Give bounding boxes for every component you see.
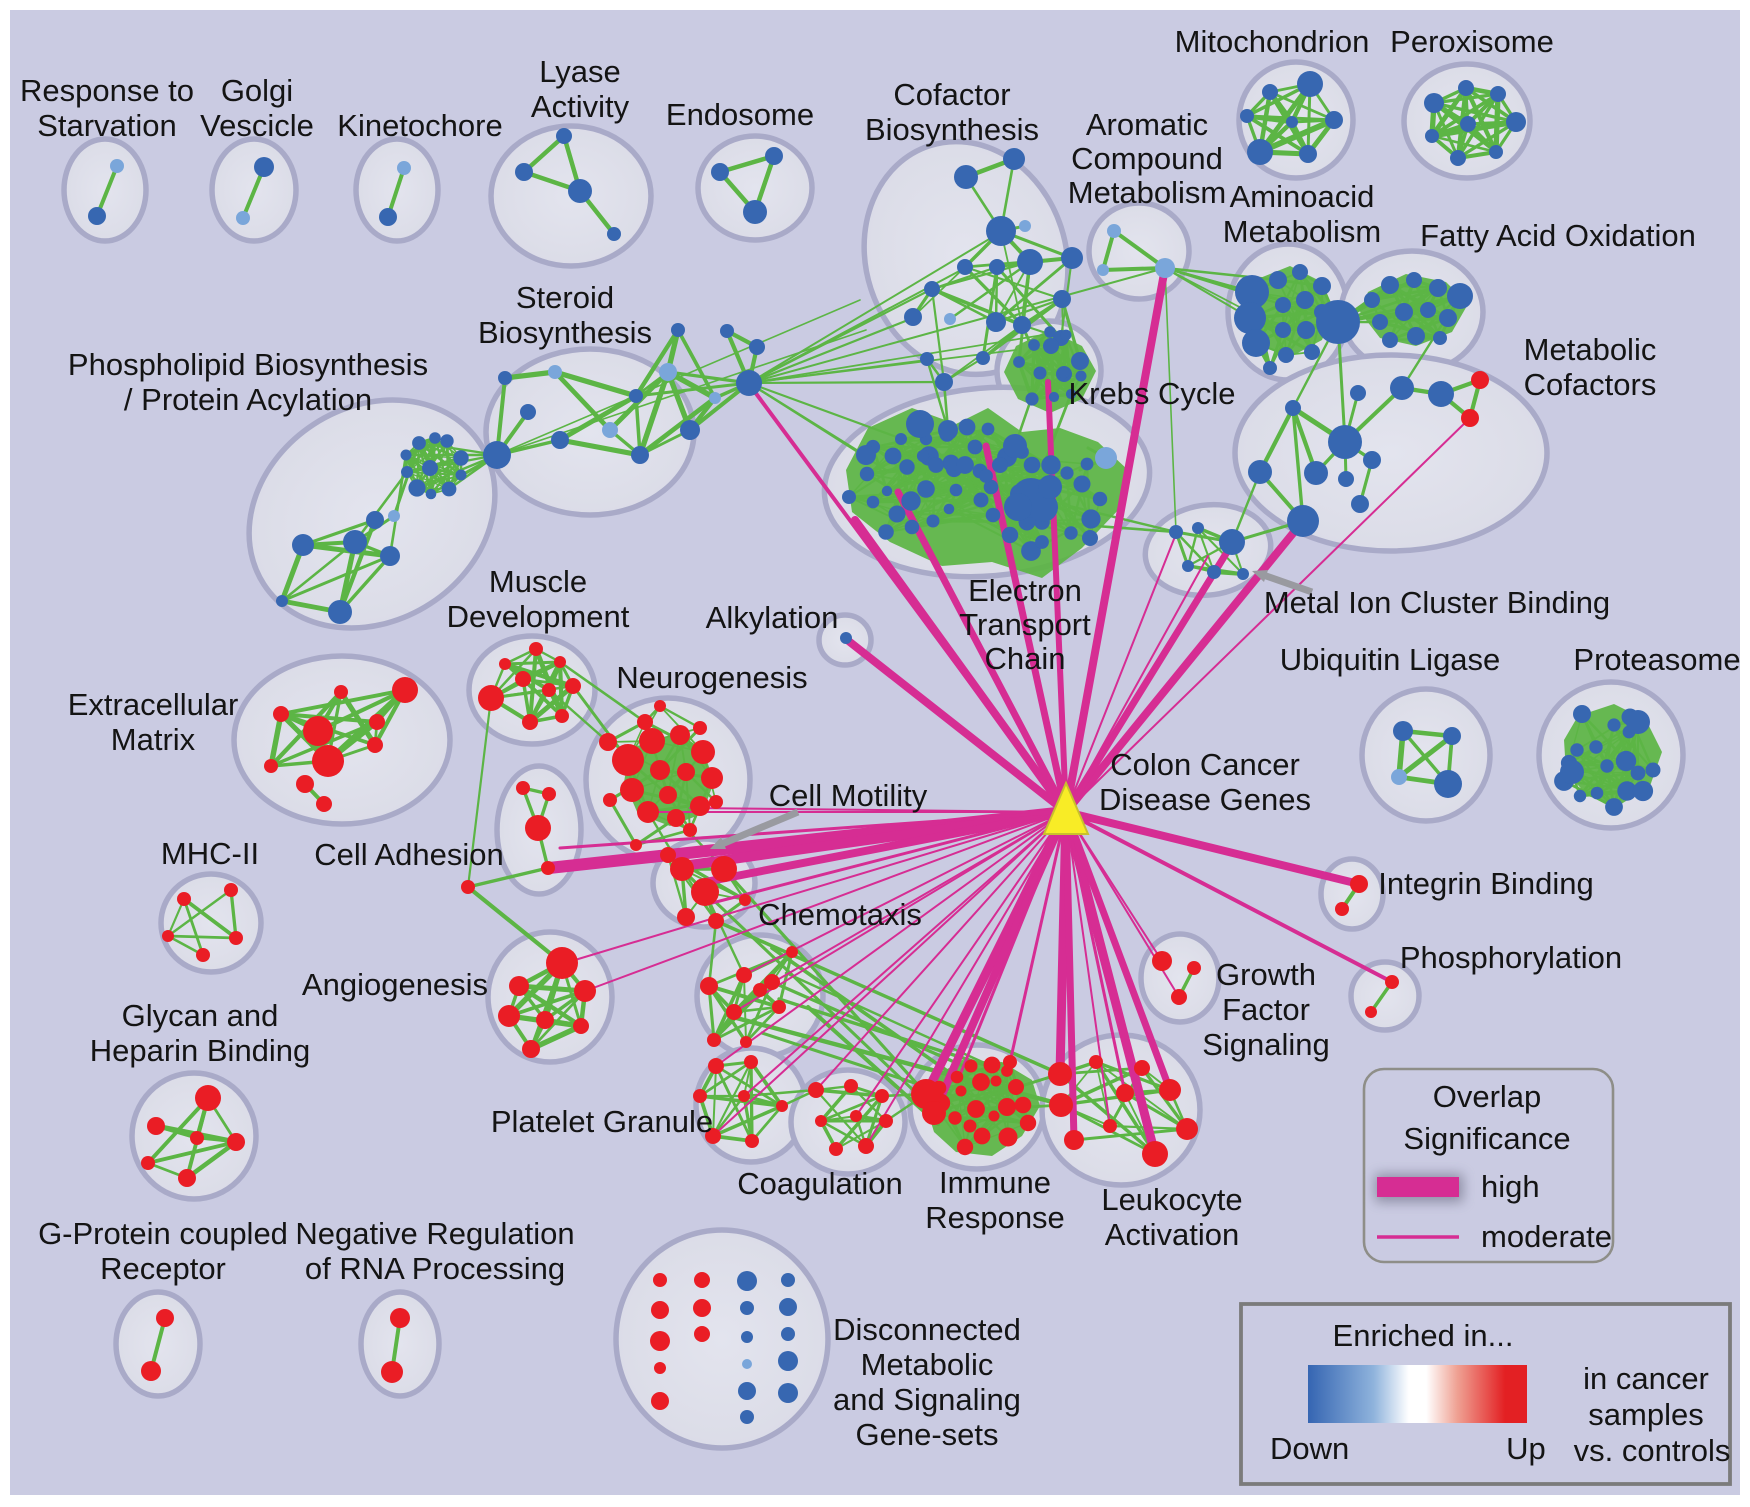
svg-text:Phosphorylation: Phosphorylation [1400,940,1622,975]
svg-text:G-Protein coupled: G-Protein coupled [38,1216,288,1251]
svg-text:Cofactor: Cofactor [893,77,1010,112]
svg-text:Chemotaxis: Chemotaxis [758,897,922,932]
svg-text:Integrin Binding: Integrin Binding [1378,866,1593,901]
svg-text:Heparin Binding: Heparin Binding [90,1033,311,1068]
svg-text:Metabolic: Metabolic [1524,332,1657,367]
svg-text:Metal Ion Cluster Binding: Metal Ion Cluster Binding [1264,585,1610,620]
svg-text:Response: Response [925,1200,1065,1235]
svg-text:Peroxisome: Peroxisome [1390,24,1554,59]
svg-text:MHC-II: MHC-II [161,836,259,871]
svg-text:Fatty Acid Oxidation: Fatty Acid Oxidation [1420,218,1696,253]
svg-text:vs. controls: vs. controls [1574,1433,1731,1468]
svg-text:Endosome: Endosome [666,97,814,132]
svg-text:Immune: Immune [939,1165,1051,1200]
svg-text:Angiogenesis: Angiogenesis [302,967,488,1002]
svg-text:Disease Genes: Disease Genes [1099,782,1311,817]
svg-text:Growth: Growth [1216,957,1316,992]
svg-text:high: high [1481,1169,1540,1204]
svg-text:Transport: Transport [959,607,1091,642]
svg-text:Lyase: Lyase [539,54,621,89]
svg-text:Metabolic: Metabolic [861,1347,994,1382]
svg-text:Matrix: Matrix [111,722,196,757]
svg-text:Extracellular: Extracellular [68,687,239,722]
svg-text:Activation: Activation [1105,1217,1239,1252]
svg-text:Negative Regulation: Negative Regulation [295,1216,574,1251]
svg-text:Down: Down [1270,1431,1349,1466]
svg-text:Starvation: Starvation [37,108,177,143]
svg-text:/ Protein Acylation: / Protein Acylation [124,382,372,417]
svg-text:Platelet Granule: Platelet Granule [491,1104,713,1139]
svg-text:Neurogenesis: Neurogenesis [616,660,807,695]
svg-text:Aromatic: Aromatic [1086,107,1208,142]
svg-text:Cell Motility: Cell Motility [769,778,928,813]
svg-text:and Signaling: and Signaling [833,1382,1021,1417]
svg-text:Activity: Activity [531,89,630,124]
svg-text:Ubiquitin Ligase: Ubiquitin Ligase [1280,642,1501,677]
svg-text:Overlap: Overlap [1433,1079,1542,1114]
svg-text:of RNA Processing: of RNA Processing [305,1251,565,1286]
svg-text:Golgi: Golgi [221,73,293,108]
svg-text:Chain: Chain [985,641,1066,676]
svg-text:Factor: Factor [1222,992,1310,1027]
svg-text:Gene-sets: Gene-sets [855,1417,998,1452]
svg-text:Glycan and: Glycan and [122,998,279,1033]
svg-text:Cofactors: Cofactors [1524,367,1657,402]
svg-text:samples: samples [1588,1397,1703,1432]
svg-text:Compound: Compound [1071,141,1223,176]
svg-text:Electron: Electron [968,573,1082,608]
svg-text:Alkylation: Alkylation [706,600,839,635]
svg-text:Metabolism: Metabolism [1068,175,1227,210]
svg-text:Receptor: Receptor [100,1251,226,1286]
svg-text:Steroid: Steroid [516,280,614,315]
svg-text:Vescicle: Vescicle [200,108,314,143]
svg-text:Significance: Significance [1403,1121,1570,1156]
svg-text:Kinetochore: Kinetochore [337,108,502,143]
svg-text:Leukocyte: Leukocyte [1101,1182,1242,1217]
svg-text:Muscle: Muscle [489,564,587,599]
svg-text:moderate: moderate [1481,1219,1612,1254]
svg-text:Development: Development [447,599,630,634]
svg-text:Mitochondrion: Mitochondrion [1175,24,1370,59]
svg-text:Coagulation: Coagulation [737,1166,902,1201]
svg-text:Biosynthesis: Biosynthesis [478,315,652,350]
svg-text:Biosynthesis: Biosynthesis [865,112,1039,147]
svg-text:in cancer: in cancer [1583,1361,1709,1396]
svg-text:Response to: Response to [20,73,194,108]
svg-text:Aminoacid: Aminoacid [1230,179,1375,214]
svg-text:Enriched in...: Enriched in... [1333,1318,1514,1353]
svg-text:Proteasome: Proteasome [1573,642,1740,677]
svg-text:Phospholipid Biosynthesis: Phospholipid Biosynthesis [68,347,428,382]
svg-text:Signaling: Signaling [1202,1027,1330,1062]
svg-text:Colon Cancer: Colon Cancer [1110,747,1300,782]
svg-text:Krebs Cycle: Krebs Cycle [1068,376,1235,411]
svg-text:Metabolism: Metabolism [1223,214,1382,249]
svg-text:Up: Up [1506,1431,1546,1466]
svg-text:Disconnected: Disconnected [833,1312,1021,1347]
svg-text:Cell Adhesion: Cell Adhesion [314,837,504,872]
